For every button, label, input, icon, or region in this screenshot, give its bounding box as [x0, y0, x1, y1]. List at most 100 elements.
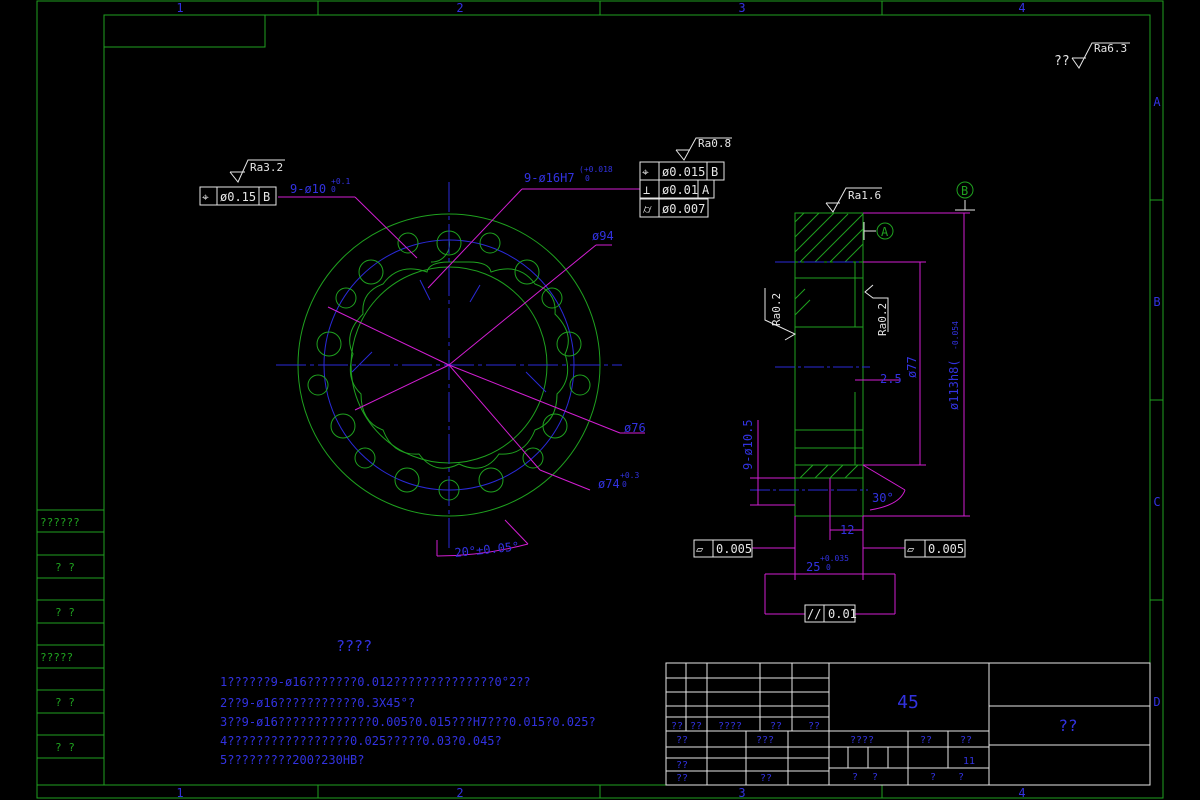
zone-col-3-bottom: 3 — [738, 786, 745, 800]
flatness-left-symbol: ▱ — [696, 542, 704, 556]
zone-col-1-bottom: 1 — [176, 786, 183, 800]
dim-9x16-tol2: 0 — [585, 174, 590, 183]
side-table — [36, 509, 105, 786]
general-roughness-prefix: ?? — [1054, 54, 1070, 69]
general-roughness-symbol — [1071, 42, 1130, 69]
dim-width-12: 12 — [840, 523, 854, 537]
dim-width-25-tol: +0.035 — [820, 554, 849, 563]
zone-row-a: A — [1153, 95, 1161, 109]
sheet-border — [36, 0, 1164, 799]
front-view-dimensions — [278, 188, 645, 557]
dim-diameter-74: ø74 — [598, 477, 620, 491]
side-table-cell-5: ? ? — [55, 696, 75, 709]
note-line-1: 1??????9-ø16???????0.012??????????????0°… — [220, 675, 531, 689]
parallelism-symbol: // — [807, 607, 821, 621]
flatness-left-value: 0.005 — [716, 542, 752, 556]
side-table-cell-3: ? ? — [55, 606, 75, 619]
side-table-cell-6: ? ? — [55, 741, 75, 754]
datum-b-label: B — [961, 184, 968, 198]
flatness-frame-right — [904, 539, 966, 558]
dim-9x10-tol2: 0 — [331, 185, 336, 194]
dim-angle-20: 20°±0.05° — [454, 539, 520, 560]
dim-width-25-tol2: 0 — [826, 563, 831, 572]
note-line-4: 4?????????????????0.025?????0.03?0.045? — [220, 734, 502, 748]
datum-b-marker — [955, 181, 975, 211]
parallelism-value: 0.01 — [828, 607, 857, 621]
title-block-name: ?? — [1058, 716, 1077, 735]
tb-row3-c1: ?? — [676, 760, 688, 771]
left-frame-symbol: ⌖ — [202, 190, 209, 204]
tb-row1-c4: ?? — [770, 721, 782, 732]
left-roughness-value: Ra3.2 — [250, 161, 283, 174]
zone-col-4: 4 — [1018, 1, 1025, 15]
general-roughness-value: Ra6.3 — [1094, 42, 1127, 55]
tb-row4-c1: ?? — [676, 773, 688, 784]
hole-roughness-symbol — [675, 137, 732, 161]
tb-row4-c2: ?? — [760, 773, 772, 784]
note-line-5: 5?????????200?230HB? — [220, 753, 365, 767]
flatness-right-value: 0.005 — [928, 542, 964, 556]
cylindricity-value: ø0.007 — [662, 202, 705, 216]
position-frame-symbol: ⌖ — [642, 165, 649, 179]
left-roughness-symbol — [229, 159, 285, 183]
notes-title: ???? — [336, 637, 372, 655]
zone-row-b: B — [1153, 295, 1160, 309]
zone-col-3: 3 — [738, 1, 745, 15]
zone-row-c: C — [1153, 495, 1160, 509]
left-tolerance-frame — [199, 186, 277, 206]
face-left-roughness-symbol — [764, 288, 797, 341]
hole-tolerance-frames — [639, 161, 725, 218]
side-table-cell-1: ?????? — [40, 516, 80, 529]
face-right-roughness-value: Ra0.2 — [876, 303, 889, 336]
dim-width-2-5: 2.5 — [880, 372, 902, 386]
dim-9x10-holes: 9-ø10 — [290, 182, 326, 196]
datum-a-label: A — [881, 225, 889, 239]
cylindricity-symbol: ⌭ — [643, 202, 652, 216]
dim-9x16-tol: (+0.018 — [579, 165, 613, 174]
dim-diameter-74-tol: +0.3 — [620, 471, 639, 480]
perpendicularity-value: ø0.01 — [662, 183, 698, 197]
tb-scale-label-1: ???? — [850, 735, 874, 746]
dim-diameter-113-tol: -0.054 — [951, 321, 960, 350]
bolt-holes — [307, 230, 591, 501]
dim-9x10-tol: +0.1 — [331, 177, 350, 186]
flatness-frame-left — [693, 539, 753, 558]
perpendicularity-symbol: ⊥ — [643, 183, 650, 197]
dim-diameter-94: ø94 — [592, 229, 614, 243]
top-face-roughness-value: Ra1.6 — [848, 189, 881, 202]
position-frame-datum: B — [711, 165, 718, 179]
side-table-cell-4: ????? — [40, 651, 73, 664]
section-view — [750, 212, 870, 517]
tb-bottom-2: ? — [872, 772, 878, 783]
left-frame-value: ø0.15 — [220, 190, 256, 204]
dim-holes-10-5: 9-ø10.5 — [741, 419, 755, 470]
tb-scale-label-2: ?? — [920, 735, 932, 746]
dim-diameter-77: ø77 — [905, 356, 919, 378]
dim-width-25: 25 — [806, 560, 820, 574]
tb-row1-c3: ???? — [718, 721, 742, 732]
tb-scale-label-3: ?? — [960, 735, 972, 746]
zone-col-2: 2 — [456, 1, 463, 15]
dim-diameter-74-tol2: 0 — [622, 480, 627, 489]
tb-bottom-4: ? — [958, 772, 964, 783]
left-frame-datum: B — [263, 190, 270, 204]
top-face-roughness-symbol — [825, 187, 882, 213]
flatness-right-symbol: ▱ — [907, 542, 915, 556]
tb-bottom-3: ? — [930, 772, 936, 783]
parallelism-frame — [804, 604, 856, 623]
zone-row-d: D — [1153, 695, 1160, 709]
dim-diameter-76: ø76 — [624, 421, 646, 435]
tb-row1-c5: ?? — [808, 721, 820, 732]
tb-bottom-1: ? — [852, 772, 858, 783]
face-left-roughness-value: Ra0.2 — [770, 293, 783, 326]
tb-row2-c1: ?? — [676, 735, 688, 746]
dim-9x16-holes: 9-ø16H7 — [524, 171, 575, 185]
dim-angle-30: 30° — [872, 491, 894, 505]
title-block-material: 45 — [897, 692, 919, 713]
perpendicularity-datum: A — [702, 183, 710, 197]
side-table-cell-2: ? ? — [55, 561, 75, 574]
datum-a-marker — [863, 222, 894, 240]
note-line-2: 2??9-ø16???????????0.3X45°? — [220, 696, 415, 710]
note-line-3: 3??9-ø16?????????????0.005?0.015???H7???… — [220, 715, 596, 729]
